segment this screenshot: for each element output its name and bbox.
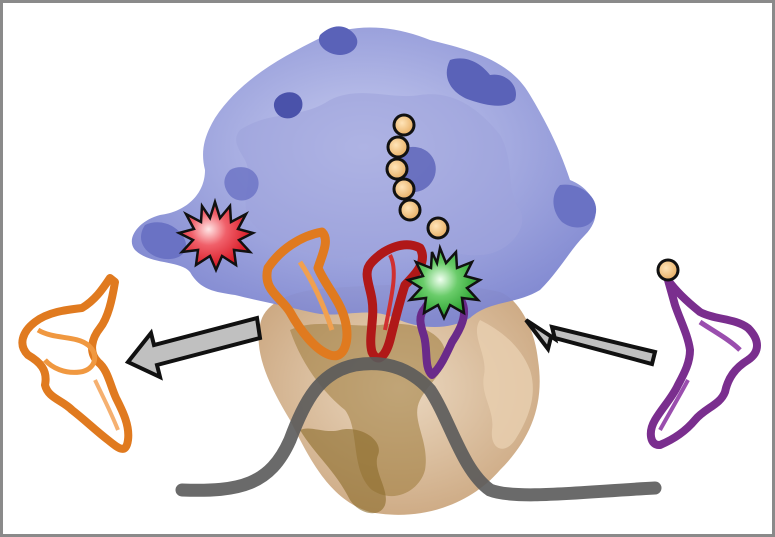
red-star-icon — [175, 197, 257, 274]
amino-acid-bead — [398, 198, 422, 222]
p-site-trna — [362, 240, 427, 363]
amino-acid-bead — [392, 113, 416, 137]
incoming-amino-acid-bead — [656, 258, 680, 282]
amino-acid-bead — [386, 135, 410, 159]
nascent-peptide-chain — [385, 113, 450, 240]
exiting-trna — [18, 274, 133, 453]
exit-arrow — [124, 315, 263, 381]
mrna — [175, 357, 662, 502]
ribosome-diagram — [18, 26, 761, 515]
entry-arrow — [524, 318, 658, 367]
incoming-trna — [646, 276, 761, 449]
amino-acid-bead — [385, 157, 409, 181]
amino-acid-bead — [426, 216, 450, 240]
e-site-trna — [262, 227, 352, 361]
green-star-icon — [404, 243, 484, 321]
amino-acid-bead — [392, 177, 416, 201]
